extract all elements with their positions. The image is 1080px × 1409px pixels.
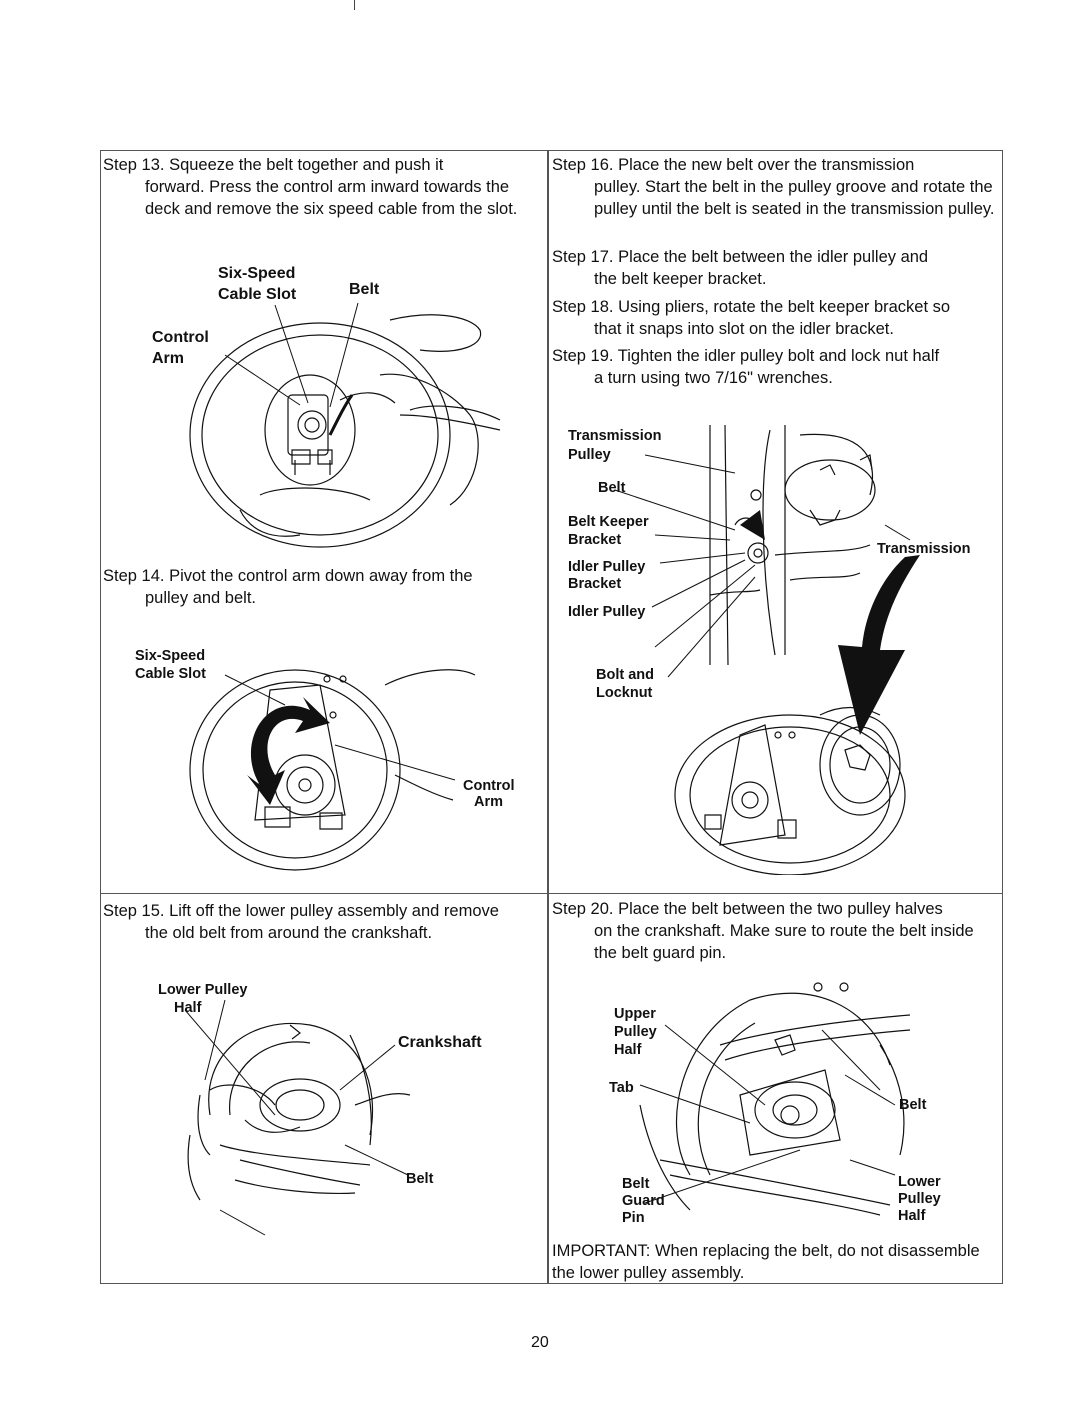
- fig2-pivot-arm-illustration: [185, 645, 485, 875]
- step-13-number: Step 13.: [103, 156, 165, 174]
- scan-mark: [354, 0, 355, 10]
- fig2-control-label: Control: [463, 778, 515, 794]
- step-15-text-rest: the old belt from around the crankshaft.: [145, 924, 433, 942]
- fig2-six-speed-label: Six-Speed: [135, 648, 206, 664]
- step-20: Step 20. Place the belt between the two …: [552, 898, 997, 964]
- fig5-lower-label-2: Pulley: [898, 1191, 941, 1207]
- fig4-belt-keeper-label-2: Bracket: [568, 532, 622, 548]
- fig5-upper-label-1: Upper: [614, 1006, 656, 1022]
- fig2-cable-slot-label: Cable Slot: [135, 666, 206, 682]
- step-20-number: Step 20.: [552, 900, 614, 918]
- fig1-control-label: Control: [152, 329, 209, 346]
- fig5-lower-label-3: Half: [898, 1208, 926, 1224]
- step-18-number: Step 18.: [552, 298, 614, 316]
- step-13-text: Squeeze the belt together and push it: [169, 156, 444, 174]
- fig3-crankshaft-label: Crankshaft: [398, 1034, 482, 1051]
- fig4-bolt-label-1: Bolt and: [596, 667, 654, 683]
- panel-step-15: [100, 893, 548, 1284]
- page-number: 20: [531, 1334, 549, 1351]
- fig3-belt-label: Belt: [406, 1171, 434, 1187]
- step-19-number: Step 19.: [552, 347, 614, 365]
- step-16-text-rest: pulley. Start the belt in the pulley gro…: [594, 178, 995, 218]
- step-18-text: Using pliers, rotate the belt keeper bra…: [618, 298, 951, 316]
- fig5-guard-label-1: Belt: [622, 1176, 650, 1192]
- fig5-pulley-halves-illustration: [600, 975, 930, 1235]
- step-16-number: Step 16.: [552, 156, 614, 174]
- fig5-guard-label-3: Pin: [622, 1210, 645, 1226]
- fig1-cable-slot-label: Cable Slot: [218, 286, 297, 303]
- fig4-transmission-label: Transmission: [877, 541, 971, 557]
- fig1-arm-label: Arm: [152, 350, 185, 367]
- step-17: Step 17. Place the belt between the idle…: [552, 246, 997, 290]
- fig3-lower-pulley-label: Lower Pulley: [158, 982, 248, 998]
- step-13: Step 13. Squeeze the belt together and p…: [103, 154, 533, 220]
- fig4-bolt-label-2: Locknut: [596, 685, 653, 701]
- step-15-text: Lift off the lower pulley assembly and r…: [169, 902, 499, 920]
- fig1-six-speed-label: Six-Speed: [218, 265, 296, 282]
- step-14-text-rest: pulley and belt.: [145, 589, 256, 607]
- fig2-arm-label: Arm: [474, 794, 504, 810]
- step-14-number: Step 14.: [103, 567, 165, 585]
- fig1-control-arm-illustration: [180, 295, 520, 550]
- step-20-text-rest: on the crankshaft. Make sure to route th…: [594, 922, 974, 962]
- fig5-guard-label-2: Guard: [622, 1193, 665, 1209]
- fig4-belt-label: Belt: [598, 480, 626, 496]
- fig4-transmission-pulley-label-1: Transmission: [568, 428, 662, 444]
- step-18-text-rest: that it snaps into slot on the idler bra…: [594, 320, 894, 338]
- step-19-text-rest: a turn using two 7/16" wrenches.: [594, 369, 833, 387]
- fig1-belt-label: Belt: [349, 281, 380, 298]
- fig3-crankshaft-illustration: [180, 995, 420, 1240]
- step-17-text: Place the belt between the idler pulley …: [618, 248, 929, 266]
- fig4-idler-bracket-label-1: Idler Pulley: [568, 559, 646, 575]
- fig4-idler-pulley-label: Idler Pulley: [568, 604, 646, 620]
- step-17-text-rest: the belt keeper bracket.: [594, 270, 767, 288]
- step-14: Step 14. Pivot the control arm down away…: [103, 565, 533, 609]
- step-13-text-rest: forward. Press the control arm inward to…: [145, 178, 518, 218]
- fig4-idler-bracket-label-2: Bracket: [568, 576, 622, 592]
- panel-step-20: [548, 893, 1003, 1284]
- step-19-text: Tighten the idler pulley bolt and lock n…: [617, 347, 940, 365]
- step-16-text: Place the new belt over the transmission: [618, 156, 915, 174]
- fig5-tab-label: Tab: [609, 1080, 634, 1096]
- step-18: Step 18. Using pliers, rotate the belt k…: [552, 296, 997, 340]
- step-17-number: Step 17.: [552, 248, 614, 266]
- step-14-text: Pivot the control arm down away from the: [169, 567, 473, 585]
- step-15: Step 15. Lift off the lower pulley assem…: [103, 900, 543, 944]
- fig5-belt-label: Belt: [899, 1097, 927, 1113]
- step-16: Step 16. Place the new belt over the tra…: [552, 154, 997, 220]
- step-15-number: Step 15.: [103, 902, 165, 920]
- fig5-upper-label-2: Pulley: [614, 1024, 657, 1040]
- fig4-transmission-pulley-label-2: Pulley: [568, 447, 611, 463]
- fig4-belt-keeper-label-1: Belt Keeper: [568, 514, 649, 530]
- step-19: Step 19. Tighten the idler pulley bolt a…: [552, 345, 997, 389]
- important-note: IMPORTANT: When replacing the belt, do n…: [552, 1242, 980, 1282]
- fig4-transmission-illustration: [560, 415, 920, 875]
- fig5-lower-label-1: Lower: [898, 1174, 941, 1190]
- fig5-upper-label-3: Half: [614, 1042, 642, 1058]
- step-20-text: Place the belt between the two pulley ha…: [618, 900, 943, 918]
- fig3-half-label: Half: [174, 1000, 202, 1016]
